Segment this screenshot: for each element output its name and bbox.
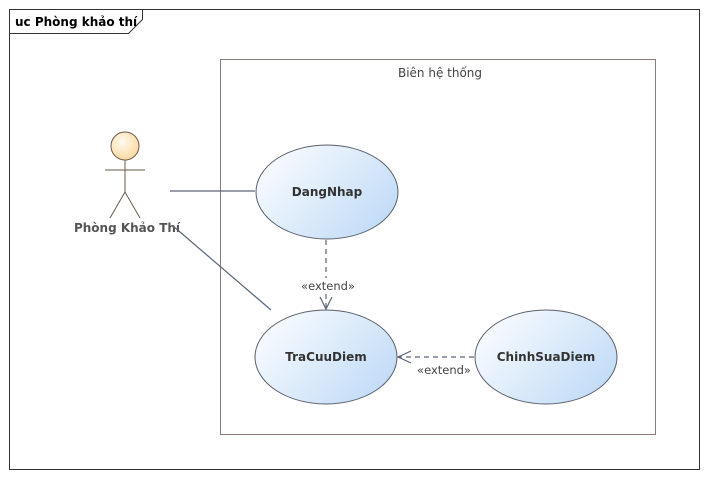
extend-arrowhead-2 [396, 350, 412, 364]
extend-label-1: «extend» [301, 279, 355, 293]
extend-label-bg-1 [300, 278, 356, 293]
actor-right-leg [124, 191, 141, 219]
actor-left-leg [109, 191, 126, 219]
frame-title-tab [9, 9, 143, 34]
extend-arrowhead-1 [319, 296, 333, 311]
actor-label: Phòng Khảo Thí [74, 221, 181, 235]
usecase-dangnhap-ellipse [255, 144, 399, 240]
usecase-chinhsuadiem-label: ChinhSuaDiem [497, 350, 596, 364]
association-actor-tracuudiem[interactable] [172, 225, 272, 311]
extend-label-2: «extend» [417, 363, 471, 377]
actor-phong-khao-thi[interactable] [105, 131, 145, 219]
usecase-tracuudiem-ellipse [254, 309, 398, 405]
usecase-tracuudiem-label: TraCuuDiem [285, 350, 367, 364]
system-boundary-label: Biên hệ thống [398, 66, 482, 80]
usecase-tracuudiem[interactable]: TraCuuDiem [254, 309, 398, 405]
usecase-chinhsuadiem[interactable]: ChinhSuaDiem [474, 309, 618, 405]
usecase-chinhsuadiem-ellipse [474, 309, 618, 405]
actor-head [110, 131, 140, 161]
frame-title: uc Phòng khảo thí [15, 15, 138, 29]
usecase-dangnhap[interactable]: DangNhap [255, 144, 399, 240]
system-boundary[interactable] [220, 59, 656, 435]
usecase-dangnhap-label: DangNhap [292, 185, 363, 199]
